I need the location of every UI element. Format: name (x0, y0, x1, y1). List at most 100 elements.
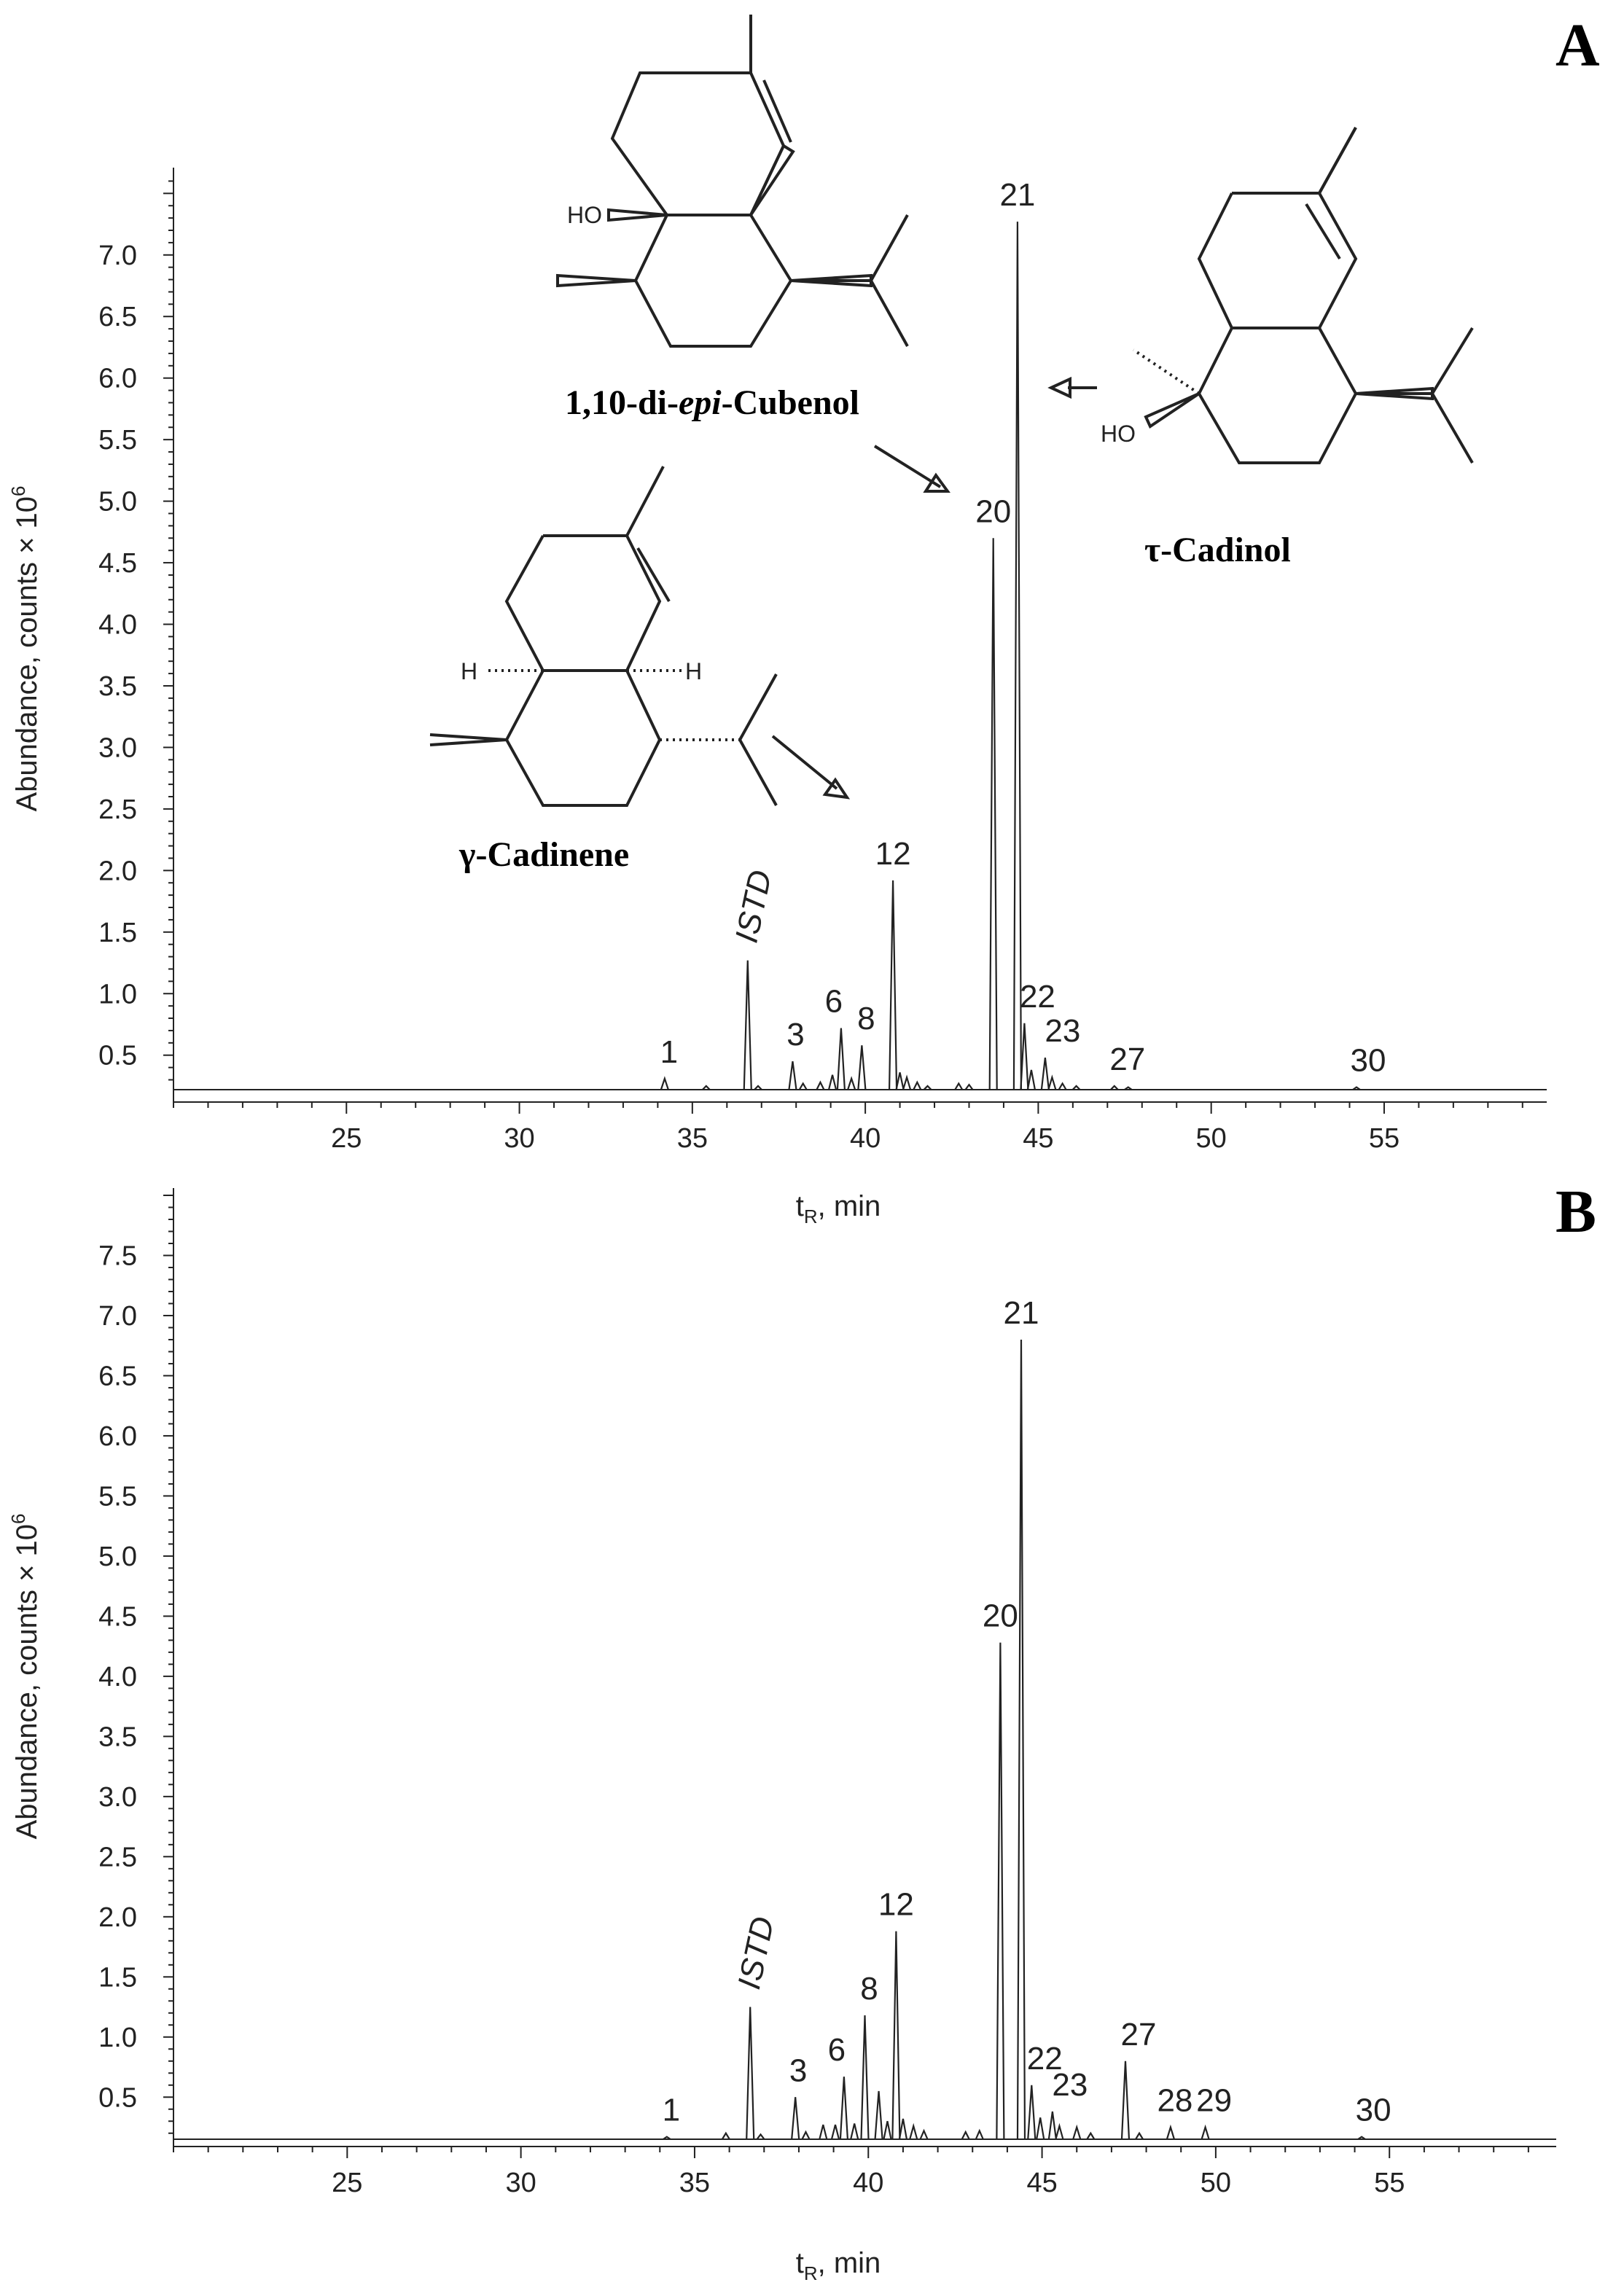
minor-peak (895, 1072, 905, 1090)
y-tick-label: 4.5 (98, 548, 137, 579)
peak-27 (1120, 2061, 1131, 2140)
x-tick-label: 30 (505, 2168, 536, 2198)
minor-peak (961, 2130, 970, 2140)
minor-peak (923, 1085, 932, 1090)
y-tick-label: 5.5 (98, 425, 137, 456)
peak-6 (839, 2077, 848, 2140)
minor-peak (1086, 2131, 1096, 2140)
peak-3 (791, 2097, 800, 2140)
cadinene-name: γ-Cadinene (458, 835, 629, 874)
peak-label: 27 (1109, 1042, 1145, 1077)
peak-21 (1012, 222, 1023, 1090)
minor-peak (798, 1082, 808, 1090)
minor-peak (1055, 2122, 1064, 2140)
y-tick-label: 6.0 (98, 364, 137, 394)
peak-22 (1020, 1023, 1029, 1090)
cadinol-name: τ-Cadinol (1144, 531, 1291, 569)
minor-peak (909, 2122, 918, 2140)
minor-peak (801, 2130, 811, 2140)
peak-8 (857, 1045, 867, 1090)
peak-label: 6 (828, 2032, 846, 2068)
peak-3 (788, 1061, 797, 1090)
peak-1 (660, 1076, 669, 1090)
cadinol-structure: HO (1101, 127, 1474, 464)
peak-23 (1047, 2111, 1057, 2140)
x-tick-label: 25 (331, 1123, 362, 1154)
y-tick-label: 4.0 (98, 610, 137, 641)
cubenol-structure: HO (556, 15, 909, 348)
minor-peak (847, 1076, 856, 1090)
peak-istd (743, 960, 752, 1090)
y-tick-label: 0.5 (98, 2082, 137, 2113)
peak-label: 1 (663, 2093, 680, 2128)
cadinene-arrow (771, 735, 851, 800)
x-tick-label: 40 (850, 1123, 881, 1154)
x-tick-label: 25 (332, 2168, 362, 2198)
y-tick-label: 5.0 (98, 1542, 137, 1572)
y-tick-label: 2.5 (98, 1842, 137, 1872)
minor-peak (827, 1074, 838, 1090)
y-tick-label: 1.0 (98, 2023, 137, 2053)
minor-peak (1058, 1082, 1067, 1090)
cadinol-ho-label: HO (1101, 421, 1136, 447)
peak-label: 27 (1120, 2017, 1156, 2052)
x-tick-label: 30 (504, 1123, 534, 1154)
peak-label: ISTD (729, 867, 779, 945)
y-tick-label: 6.0 (98, 1421, 137, 1452)
y-tick-label: 6.5 (98, 1361, 137, 1391)
minor-peak (964, 1083, 974, 1090)
y-tick-label: 1.5 (98, 1962, 137, 1993)
y-tick-label: 7.5 (98, 1241, 137, 1271)
minor-peak (898, 2118, 908, 2140)
minor-peak (919, 2128, 929, 2140)
peak-istd (746, 2007, 755, 2140)
y-tick-label: 3.5 (98, 671, 137, 702)
panel-label-a: A (1555, 12, 1600, 79)
cubenol-ho-label: HO (567, 202, 602, 228)
peak-label: 8 (860, 1971, 878, 2007)
x-tick-label: 40 (853, 2168, 883, 2198)
cadinene-structure: H H (429, 466, 778, 807)
minor-peak (1124, 1086, 1133, 1090)
chart-a-x-axis-label: tR, min (796, 1190, 881, 1227)
cadinol-arrow (1047, 376, 1097, 399)
minor-peak (913, 1080, 922, 1090)
minor-peak (1036, 2117, 1045, 2140)
x-tick-label: 50 (1196, 1123, 1227, 1154)
peak-6 (836, 1028, 846, 1090)
peak-label: 22 (1020, 979, 1055, 1015)
y-tick-label: 7.0 (98, 1301, 137, 1332)
y-tick-label: 3.5 (98, 1722, 137, 1752)
y-tick-label: 6.5 (98, 302, 137, 332)
peak-label: 21 (1004, 1295, 1039, 1331)
minor-peak (721, 2131, 730, 2140)
minor-peak (816, 1080, 825, 1090)
cadinene-h-right-label: H (685, 658, 702, 684)
peak-8 (860, 2015, 870, 2140)
peak-label: 6 (825, 984, 843, 1020)
minor-peak (874, 2090, 883, 2140)
cadinol-ring-top (1318, 127, 1357, 194)
y-tick-label: 5.0 (98, 487, 137, 517)
peak-label: 8 (857, 1001, 875, 1036)
peak-label: 23 (1052, 2067, 1088, 2103)
chart-b-x-axis-label: tR, min (796, 2247, 881, 2284)
y-tick-label: 4.5 (98, 1601, 137, 1632)
peak-label: 3 (789, 2052, 807, 2088)
peak-23 (1040, 1057, 1050, 1090)
peak-label: 20 (983, 1598, 1018, 1634)
minor-peak (850, 2123, 859, 2140)
x-tick-label: 45 (1023, 1123, 1053, 1154)
chart-a-y-axis-label: Abundance, counts × 106 (7, 485, 43, 811)
minor-peak (975, 2128, 984, 2140)
peak-28 (1166, 2124, 1175, 2140)
peak-label: 12 (875, 836, 911, 872)
peak-20 (996, 1642, 1005, 2140)
y-tick-label: 2.5 (98, 794, 137, 825)
x-tick-label: 35 (679, 2168, 710, 2198)
minor-peak (1071, 1085, 1081, 1090)
peak-22 (1027, 2085, 1037, 2140)
peak-21 (1016, 1339, 1026, 2140)
